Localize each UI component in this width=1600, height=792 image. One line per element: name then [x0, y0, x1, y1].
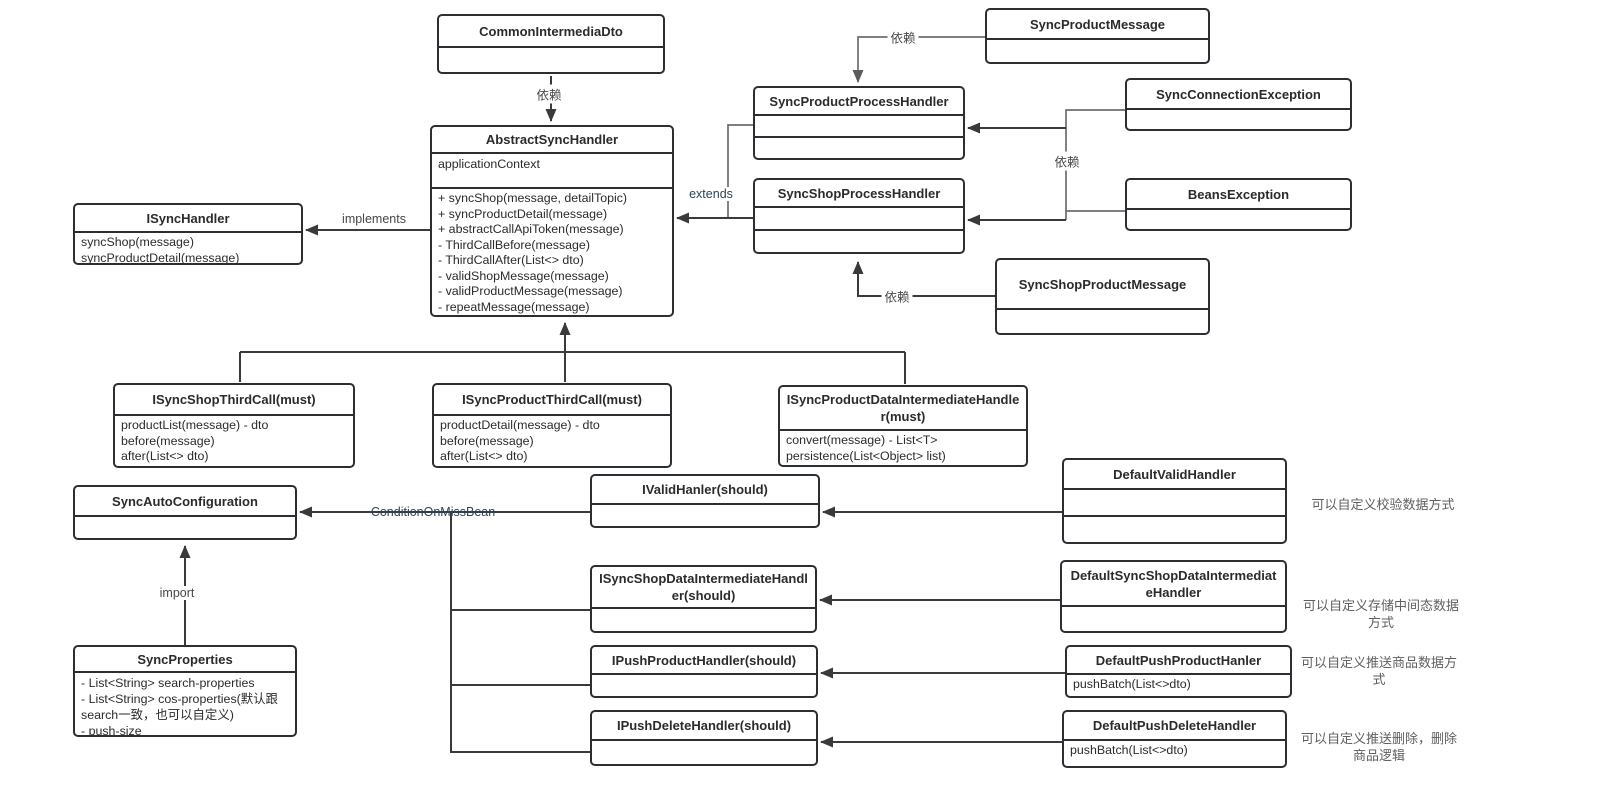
class-i-sync-shop-third-call: ISyncShopThirdCall(must) productList(mes…	[113, 383, 355, 468]
class-title: SyncProductProcessHandler	[769, 93, 949, 109]
class-title: SyncShopProductMessage	[1018, 276, 1187, 292]
edge-exception-trunk	[1065, 109, 1125, 220]
class-title: ISyncProductDataIntermediateHandler(must…	[786, 392, 1020, 424]
class-methods: syncShop(message) syncProductDetail(mess…	[75, 231, 301, 263]
class-title: AbstractSyncHandler	[485, 132, 619, 147]
class-title: ISyncShopDataIntermediateHandler(should)	[599, 571, 808, 603]
class-sync-properties: SyncProperties - List<String> search-pro…	[73, 645, 297, 737]
class-common-intermedia-dto: CommonIntermediaDto	[437, 14, 665, 74]
edge-label-extends: extends	[686, 187, 736, 201]
class-sync-connection-exception: SyncConnectionException	[1125, 78, 1352, 131]
class-attributes: applicationContext	[432, 152, 672, 187]
class-empty-section	[1062, 605, 1285, 631]
class-sync-shop-product-message: SyncShopProductMessage	[995, 258, 1210, 335]
class-empty-section	[1127, 208, 1350, 229]
edge-label-depends-top: 依赖	[533, 84, 565, 104]
class-empty-section	[592, 673, 816, 696]
class-abstract-sync-handler: AbstractSyncHandler applicationContext +…	[430, 125, 674, 317]
class-title: DefaultSyncShopDataIntermediateHandler	[1070, 567, 1277, 600]
class-empty-section	[592, 607, 815, 631]
class-empty-section	[592, 739, 816, 764]
class-empty-section	[1064, 488, 1285, 515]
annotation-intermediate: 可以自定义存储中间态数据方式	[1302, 598, 1459, 630]
class-title: SyncAutoConfiguration	[112, 493, 258, 509]
class-default-sync-shop-data-intermediate-handler: DefaultSyncShopDataIntermediateHandler	[1060, 560, 1287, 633]
class-title: IPushDeleteHandler(should)	[616, 718, 792, 733]
class-methods: + syncShop(message, detailTopic) + syncP…	[432, 187, 672, 315]
edge-should-trunk	[450, 512, 590, 753]
class-sync-product-process-handler: SyncProductProcessHandler	[753, 86, 965, 160]
annotation-push-product: 可以自定义推送商品数据方式	[1300, 655, 1457, 687]
class-title: SyncProductMessage	[1029, 16, 1166, 32]
class-empty-section	[1064, 515, 1285, 542]
class-methods: productList(message) - dto before(messag…	[115, 414, 353, 466]
class-empty-section	[755, 229, 963, 252]
annotation-push-delete: 可以自定义推送删除，删除商品逻辑	[1300, 731, 1457, 763]
class-default-push-product-hanler: DefaultPushProductHanler pushBatch(List<…	[1065, 645, 1292, 698]
class-i-sync-handler: ISyncHandler syncShop(message) syncProdu…	[73, 203, 303, 265]
annotation-valid: 可以自定义校验数据方式	[1311, 497, 1455, 512]
edge-shopmessage-depends	[852, 261, 995, 297]
edge-label-depends-product-message: 依赖	[887, 27, 919, 47]
edge-label-implements: implements	[339, 212, 409, 226]
class-title: ISyncShopThirdCall(must)	[152, 392, 316, 407]
class-empty-section	[75, 515, 295, 538]
class-attributes: - List<String> search-properties - List<…	[75, 671, 295, 735]
class-title: DefaultValidHandler	[1113, 466, 1236, 482]
class-title: DefaultPushDeleteHandler	[1092, 718, 1257, 733]
class-title: DefaultPushProductHanler	[1095, 652, 1262, 668]
class-i-sync-product-third-call: ISyncProductThirdCall(must) productDetai…	[432, 383, 672, 468]
class-empty-section	[439, 46, 663, 72]
edge-productmessage-depends	[852, 36, 985, 83]
class-title: BeansException	[1187, 186, 1290, 202]
class-empty-section	[592, 503, 818, 526]
class-methods: productDetail(message) - dto before(mess…	[434, 414, 670, 466]
class-empty-section	[755, 114, 963, 136]
class-empty-section	[755, 206, 963, 229]
class-beans-exception: BeansException	[1125, 178, 1352, 231]
edge-extends-join	[727, 124, 753, 218]
class-i-push-product-handler: IPushProductHandler(should)	[590, 645, 818, 698]
class-default-push-delete-handler: DefaultPushDeleteHandler pushBatch(List<…	[1062, 710, 1287, 768]
class-i-sync-product-data-intermediate-handler: ISyncProductDataIntermediateHandler(must…	[778, 385, 1028, 467]
class-methods: pushBatch(List<>dto)	[1067, 673, 1290, 696]
class-i-sync-shop-data-intermediate-handler: ISyncShopDataIntermediateHandler(should)	[590, 565, 817, 633]
class-methods: convert(message) - List<T> persistence(L…	[780, 429, 1026, 465]
class-title: CommonIntermediaDto	[479, 23, 623, 39]
class-title: IPushProductHandler(should)	[611, 652, 797, 668]
class-empty-section	[1127, 108, 1350, 129]
class-title: SyncProperties	[137, 651, 233, 667]
class-empty-section	[987, 38, 1208, 62]
class-i-push-delete-handler: IPushDeleteHandler(should)	[590, 710, 818, 766]
class-title: IValidHanler(should)	[642, 482, 768, 497]
class-title: ISyncHandler	[146, 210, 230, 226]
class-title: SyncConnectionException	[1156, 86, 1321, 102]
class-empty-section	[755, 136, 963, 158]
class-sync-auto-configuration: SyncAutoConfiguration	[73, 485, 297, 540]
class-sync-shop-process-handler: SyncShopProcessHandler	[753, 178, 965, 254]
class-sync-product-message: SyncProductMessage	[985, 8, 1210, 64]
edge-label-depends-shop-message: 依赖	[881, 286, 913, 306]
edge-label-depends-exceptions: 依赖	[1051, 151, 1083, 171]
class-title: SyncShopProcessHandler	[777, 185, 941, 201]
class-i-valid-hanler: IValidHanler(should)	[590, 474, 820, 528]
class-default-valid-handler: DefaultValidHandler	[1062, 458, 1287, 544]
class-empty-section	[997, 308, 1208, 333]
class-title: ISyncProductThirdCall(must)	[462, 392, 642, 407]
edge-label-import: import	[156, 586, 198, 600]
class-methods: pushBatch(List<>dto)	[1064, 739, 1285, 766]
edge-label-condition-on-miss-bean: ConditionOnMissBean	[370, 505, 496, 519]
